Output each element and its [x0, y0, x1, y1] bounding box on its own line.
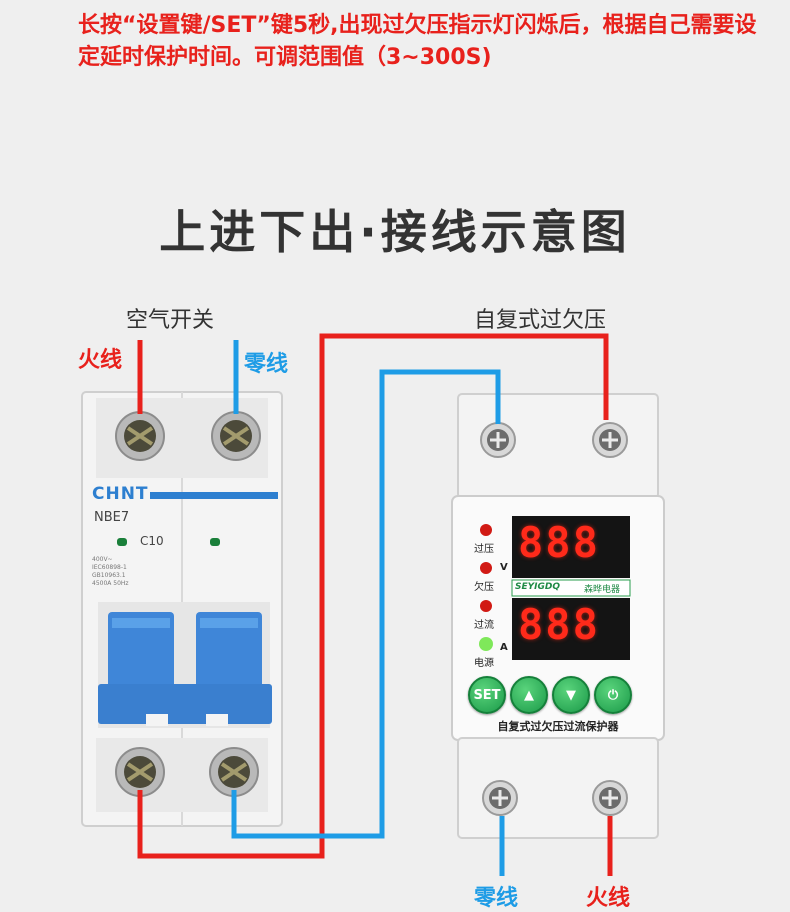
- live-top-label: 火线: [78, 348, 123, 373]
- breaker-bottom-left-screw: [115, 747, 165, 797]
- power-button[interactable]: ⏻: [594, 676, 632, 714]
- up-button[interactable]: ▲: [510, 676, 548, 714]
- unit-v: V: [500, 562, 508, 573]
- set-button[interactable]: SET: [468, 676, 506, 714]
- neutral-bottom-label: 零线: [474, 886, 519, 911]
- breaker-bottom-right-screw: [209, 747, 259, 797]
- spec-line: 4500A 50Hz: [92, 580, 129, 587]
- protector-bottom-left-screw: [482, 780, 518, 816]
- breaker-brand: CHNT: [92, 484, 149, 504]
- protector-bottom-right-screw: [592, 780, 628, 816]
- breaker-specs: 400V~ IEC60898-1 GB10963.1 4500A 50Hz: [92, 556, 129, 588]
- diagram-title: 上进下出·接线示意图: [159, 205, 631, 259]
- breaker-label: 空气开关: [126, 308, 215, 333]
- protector-caption: 自复式过欠压过流保护器: [497, 720, 619, 733]
- breaker-rating: C10: [140, 534, 164, 548]
- brand-strip-right: 森晔电器: [584, 585, 621, 595]
- spec-line: IEC60898-1: [92, 564, 127, 571]
- led-overcurrent-label: 过流: [474, 620, 494, 631]
- live-link-wire: [137, 333, 609, 859]
- neutral-link-wire: [231, 369, 501, 839]
- brand-strip-left: SEYIGDQ: [515, 582, 561, 592]
- spec-line: GB10963.1: [92, 572, 126, 579]
- breaker-model: NBE7: [94, 510, 130, 525]
- neutral-top-label: 零线: [244, 352, 289, 377]
- instruction-text: 长按“设置键/SET”键5秒,出现过欠压指示灯闪烁后，根据自己需要设定延时保护时…: [78, 13, 757, 70]
- spec-line: 400V~: [92, 556, 113, 563]
- down-button[interactable]: ▼: [552, 676, 590, 714]
- current-display: 888: [518, 600, 600, 649]
- voltage-display: 888: [518, 518, 600, 567]
- air-switch: [81, 391, 283, 827]
- protector-top-left-screw: [480, 422, 516, 458]
- breaker-top-right-screw: [211, 411, 261, 461]
- led-overvoltage-label: 过压: [474, 544, 494, 555]
- led-undervoltage-label: 欠压: [474, 582, 494, 593]
- protector-top-right-screw: [592, 422, 628, 458]
- breaker-top-left-screw: [115, 411, 165, 461]
- live-bottom-label: 火线: [586, 886, 631, 911]
- led-power-label: 电源: [474, 658, 494, 669]
- protector-label: 自复式过欠压: [474, 308, 607, 333]
- unit-a: A: [500, 642, 508, 653]
